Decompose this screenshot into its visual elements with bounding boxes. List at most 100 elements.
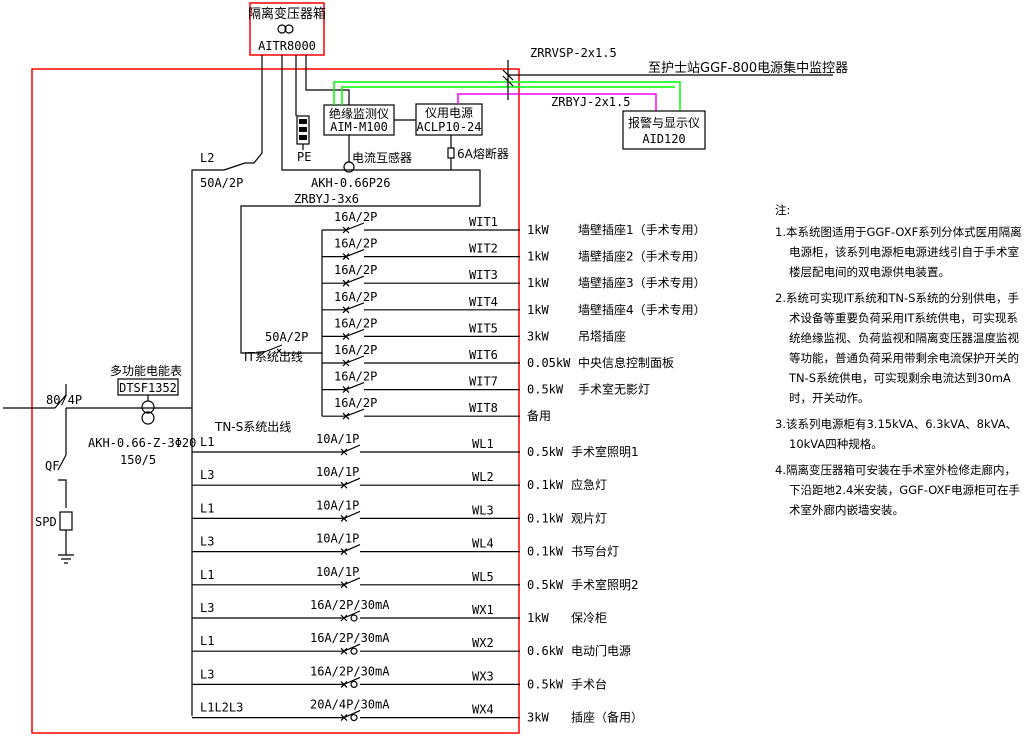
breaker-cross [340, 680, 348, 688]
tns-breaker-switch [192, 676, 520, 685]
tns-breaker-label: 10A/1P [316, 432, 359, 446]
cable-zrbyj-small: ZRBYJ-2x1.5 [551, 95, 630, 109]
it-circuit-desc: 备用 [527, 409, 551, 423]
breaker-cross [342, 279, 350, 287]
it-circuit-code: WIT8 [469, 401, 498, 415]
tns-circuit-code: WX2 [472, 636, 494, 650]
breaker-cross [342, 306, 350, 314]
tns-breaker-label: 16A/2P/30mA [310, 664, 390, 678]
tns-circuit-code: WL3 [472, 503, 494, 517]
breaker-cross [342, 386, 350, 394]
it-circuit-power: 0.05kW [527, 356, 571, 370]
tns-breaker-switch [192, 577, 520, 586]
it-circuit-code: WIT6 [469, 348, 498, 362]
it-breaker-label: 16A/2P [334, 290, 377, 304]
it-circuit-power: 3kW [527, 329, 549, 343]
tns-circuit-desc: 书写台灯 [571, 544, 619, 559]
tns-breaker-switch [192, 544, 520, 553]
transformer-model: AITR8000 [258, 39, 316, 53]
pe-bar [296, 115, 310, 150]
breaker-cross [340, 448, 348, 456]
tns-circuit-desc: 插座（备用） [571, 710, 643, 725]
tns-breaker-label: 16A/2P/30mA [310, 598, 390, 612]
it-circuit-desc: 墙壁插座2（手术专用） [578, 249, 706, 264]
tns-breaker-switch [192, 444, 520, 453]
tns-phase-label: L1 [200, 568, 214, 582]
tns-circuit-code: WX4 [472, 703, 494, 717]
it-breaker-label: 16A/2P [334, 316, 377, 330]
tns-circuit-power: 0.5kW [527, 677, 564, 691]
it-breaker-label: 16A/2P [334, 237, 377, 251]
tns-circuit-power: 1kW [527, 611, 549, 625]
tns-breaker-switch [192, 643, 520, 652]
it-circuit-desc: 墙壁插座1（手术专用） [578, 222, 706, 237]
main-breaker-switch [54, 384, 192, 418]
breaker-cross [340, 714, 348, 722]
tns-circuit-code: WL4 [472, 537, 494, 551]
tns-breaker-label: 10A/1P [316, 465, 359, 479]
tns-circuit-desc: 电动门电源 [571, 643, 631, 658]
alarm-display-box [622, 110, 706, 150]
tns-breaker-switch [192, 610, 520, 619]
tns-breaker-switch [192, 477, 520, 486]
breaker-cross [340, 548, 348, 556]
note-item-3: 3.该系列电源柜有3.15kVA、6.3kVA、8kVA、10kVA四种规格。 [775, 417, 1018, 451]
tns-breaker-label: 10A/1P [316, 565, 359, 579]
tns-phase-label: L1 [200, 435, 214, 449]
it-circuit-code: WIT1 [469, 215, 498, 229]
ct-label: 电流互感器 [352, 150, 412, 165]
tns-circuit-desc: 观片灯 [571, 511, 607, 525]
qf-switch [57, 418, 67, 508]
transformer-symbol [277, 24, 294, 34]
breaker-cross [340, 647, 348, 655]
tns-circuit-code: WX1 [472, 603, 494, 617]
alarm-display-model: AID120 [642, 132, 685, 146]
tns-breaker-switch [192, 510, 520, 519]
it-circuit-desc: 墙壁插座3（手术专用） [578, 275, 706, 290]
it-breaker-label: 16A/2P [334, 396, 377, 410]
it-circuit-power: 1kW [527, 276, 549, 290]
it-section-label: IT系统出线 [244, 350, 303, 364]
ct-symbol [343, 161, 355, 173]
breaker-cross [340, 581, 348, 589]
breaker-cross [342, 412, 350, 420]
tns-circuit-desc: 手术室照明1 [571, 444, 639, 459]
cable-zrbyj-3x6: ZRBYJ-3x6 [294, 192, 359, 206]
tns-circuit-power: 0.6kW [527, 644, 564, 658]
tns-phase-label: L1 [200, 634, 214, 648]
note-item-1: 1.本系统图适用于GGF-OXF系列分体式医用隔离电源柜，该系列电源柜电源进线引… [775, 225, 1022, 279]
tns-circuit-power: 0.1kW [527, 511, 564, 525]
it-circuit-code: WIT3 [469, 268, 498, 282]
l2-breaker-label: 50A/2P [200, 176, 243, 190]
it-main-breaker-switch [261, 344, 322, 354]
it-circuit-desc: 墙壁插座4（手术专用） [578, 302, 706, 317]
insulation-monitor-model: AIM-M100 [330, 120, 388, 134]
spd-symbol [59, 511, 73, 531]
fuse-label: 6A熔断器 [457, 146, 509, 161]
tns-circuit-power: 0.5kW [527, 445, 564, 459]
tns-circuit-power: 0.5kW [527, 578, 564, 592]
it-breaker-label: 16A/2P [334, 343, 377, 357]
tns-circuit-code: WL2 [472, 470, 494, 484]
breaker-cross [340, 481, 348, 489]
l2-branch [191, 162, 254, 716]
note-item-4: 4.隔离变压器箱可安装在手术室外检修走廊内，下沿距地2.4米安装，GGF-OXF… [775, 463, 1021, 517]
instrument-power-model: ACLP10-24 [416, 120, 481, 134]
it-circuit-code: WIT7 [469, 375, 498, 389]
tns-phase-label: L1 [200, 501, 214, 515]
meter-ct-model: AKH-0.66-Z-3Φ20 [88, 436, 196, 450]
transformer-title: 隔离变压器箱 [248, 6, 326, 22]
nurse-station-label: 至护士站GGF-800电源集中监控器 [648, 60, 848, 76]
tns-phase-label: L3 [200, 667, 214, 681]
